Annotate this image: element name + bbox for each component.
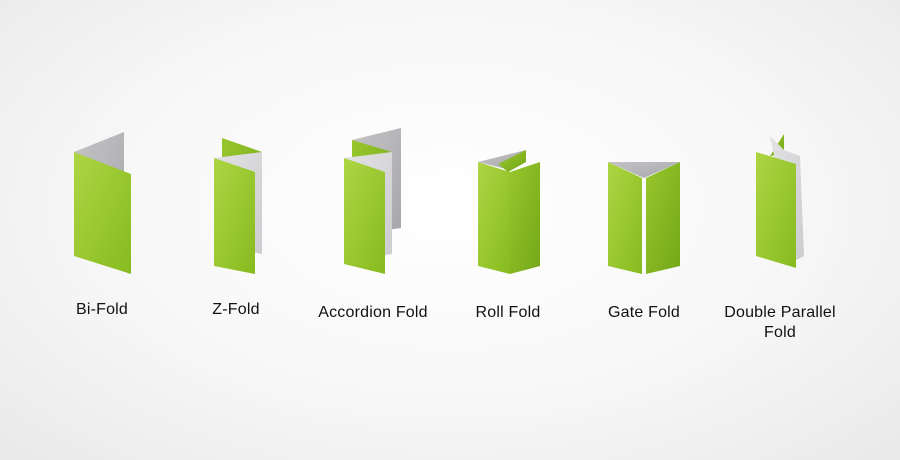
z-fold-front-panel: [214, 158, 255, 274]
fold-label-bi-fold: Bi-Fold: [75, 301, 129, 318]
roll-fold-illustration: [478, 150, 540, 274]
double-parallel-fold-front-panel: [756, 152, 796, 268]
gate-fold-back-panel: [608, 162, 680, 178]
fold-label-double-parallel-line-2: Fold: [764, 324, 796, 341]
roll-fold-inner-flap: [498, 150, 526, 172]
gate-fold-right-panel: [646, 162, 680, 274]
gate-fold-illustration: [608, 162, 680, 274]
fold-label-double-parallel-line-1: Double Parallel: [724, 304, 836, 321]
fold-label-roll-fold: Roll Fold: [475, 304, 541, 321]
bi-fold-illustration: [74, 132, 131, 274]
bi-fold-front-panel: [74, 152, 131, 274]
z-fold-illustration: [214, 138, 262, 274]
gate-fold-left-panel: [608, 162, 642, 274]
roll-fold-right-panel: [510, 162, 540, 274]
fold-label-accordion-fold: Accordion Fold: [318, 304, 428, 321]
accordion-fold-panel-1: [344, 158, 385, 274]
accordion-fold-illustration: [344, 128, 401, 274]
fold-label-z-fold: Z-Fold: [212, 301, 260, 318]
fold-label-double-parallel-fold: Double Parallel Fold: [712, 303, 848, 343]
double-parallel-fold-illustration: [756, 134, 804, 268]
fold-label-gate-fold: Gate Fold: [607, 304, 681, 321]
roll-fold-left-panel: [478, 162, 510, 274]
